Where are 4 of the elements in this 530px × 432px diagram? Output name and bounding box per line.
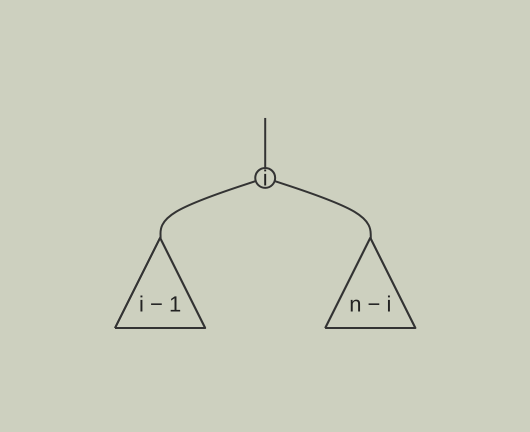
connector [264,118,266,168]
node-circle: i [254,166,276,189]
connector [159,180,256,238]
connector [274,180,372,238]
